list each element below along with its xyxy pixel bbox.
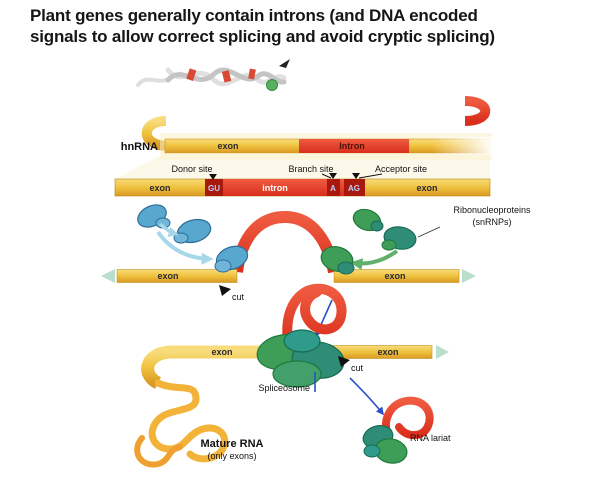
gene-intron-label: intron [262, 183, 288, 193]
snrnp-green-1-lobe [370, 220, 384, 232]
snrnp-green-group: Ribonucleoproteins (snRNPs) [350, 205, 531, 271]
gene-exon-left-label: exon [149, 183, 170, 193]
gu-label: GU [208, 184, 220, 193]
stage4-right-cap [436, 345, 449, 359]
ag-label: AG [348, 184, 360, 193]
hnrna-bar: hnRNA exon Intron [115, 133, 494, 179]
mature-rna: Mature RNA (only exons) [134, 379, 264, 468]
title-line-1: Plant genes generally contain introns (a… [30, 6, 478, 25]
polymerase-mark [279, 59, 290, 68]
site-labels: Donor site Branch site Acceptor site [171, 164, 427, 180]
cut-label-1: cut [232, 292, 245, 302]
arrow-to-lariat [349, 377, 384, 416]
branch-site-label: Branch site [288, 164, 333, 174]
green-arrow-to-bar [350, 249, 399, 271]
only-exons-label: (only exons) [207, 451, 256, 461]
intron-arc [231, 211, 340, 274]
bound-snrnp-blue-lobe [214, 259, 232, 273]
pre-mrna-ribbon [141, 96, 490, 151]
cut-label-2: cut [351, 363, 364, 373]
stage3-exon-left-rect [116, 269, 238, 283]
branch-leader [321, 173, 332, 179]
dna-helix [136, 59, 290, 91]
stage4-exon-right-label: exon [377, 347, 398, 357]
gene-intron-rect [205, 179, 365, 196]
branch-a-box [327, 179, 340, 196]
ag-box [344, 179, 365, 196]
donor-arrowhead [209, 174, 217, 180]
acceptor-site-label: Acceptor site [375, 164, 427, 174]
snrnps-label: (snRNPs) [472, 217, 511, 227]
stage4-exon-left-label: exon [211, 347, 232, 357]
mature-rna-strand-2 [134, 435, 183, 468]
snrnp-green-2-lobe [381, 239, 397, 251]
rna-lariat-group: RNA lariat [362, 396, 451, 464]
gu-box [205, 179, 223, 196]
dna-red-band [186, 68, 197, 81]
branch-arrowhead [329, 173, 337, 179]
stage3-exon-right-label: exon [384, 271, 405, 281]
stage3-right-cap [462, 269, 476, 283]
stage-spliceosome: exon exon cut Spliceosome [141, 283, 449, 416]
hnrna-intron-rect [299, 139, 409, 153]
gene-structure-bar: exon GU intron A AG exon [114, 178, 491, 197]
ribonucleoproteins-label: Ribonucleoproteins [453, 205, 531, 215]
cut-flag-1 [219, 285, 231, 296]
spliceosome-lobe-3 [272, 360, 322, 388]
stage-loop: exon exon cut [101, 211, 476, 338]
donor-site-label: Donor site [171, 164, 212, 174]
projection-trapezoid [115, 153, 490, 179]
ribbon-bend-right [464, 96, 490, 126]
hnrna-exon-label: exon [217, 141, 238, 151]
hnrna-intron-label: Intron [339, 141, 365, 151]
branch-a-label: A [330, 184, 336, 193]
spliceosome-label: Spliceosome [258, 383, 310, 393]
lariat-snrnp-3 [363, 444, 381, 458]
rna-lariat-label: RNA lariat [410, 433, 451, 443]
snrnp-blue-2-lobe [173, 232, 189, 244]
bound-snrnp-green-lobe [337, 261, 355, 275]
cut-flag-2 [338, 356, 350, 367]
snrnp-blue-group [137, 204, 214, 265]
mature-rna-strand [148, 379, 229, 463]
mature-rna-label: Mature RNA [201, 438, 264, 450]
stage3-exon-left-label: exon [157, 271, 178, 281]
title-line-2: signals to allow correct splicing and av… [30, 26, 495, 46]
dna-red-band [248, 68, 256, 80]
acceptor-leader [358, 173, 383, 179]
stage3-left-cap [101, 269, 115, 283]
gene-exon-right-label: exon [416, 183, 437, 193]
stage4-bar-left [141, 345, 270, 389]
spliceosome-lobe-4 [283, 329, 321, 353]
hnrna-fade [432, 137, 494, 155]
lariat-loop-forming [282, 283, 347, 352]
lariat-loop [382, 396, 434, 440]
figure-title: Plant genes generally contain introns (a… [30, 6, 575, 47]
acceptor-arrowhead [352, 173, 360, 179]
blue-arrow-small [158, 222, 180, 238]
dna-red-band [221, 70, 232, 83]
blue-arrow-to-bar [156, 230, 214, 265]
hnrna-label: hnRNA [121, 141, 158, 153]
polymerase-dot [266, 79, 278, 91]
snrnp-label-leader [417, 226, 441, 238]
stage3-exon-right-rect [333, 269, 460, 283]
